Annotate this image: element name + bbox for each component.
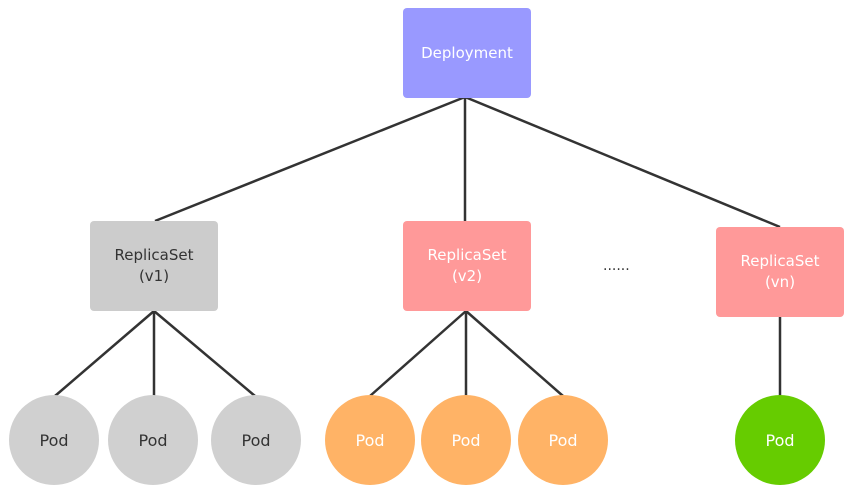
pod-label: Pod	[451, 430, 481, 450]
edge-rs-v1-pod-3	[153, 310, 256, 397]
replicaset-name: ReplicaSet	[740, 252, 820, 270]
pod-node: Pod	[9, 395, 99, 485]
pod-node: Pod	[325, 395, 415, 485]
edge-rs-v2-pod-3	[465, 310, 564, 397]
pod-label: Pod	[355, 430, 385, 450]
pod-node: Pod	[735, 395, 825, 485]
pod-node: Pod	[421, 395, 511, 485]
replicaset-version: (v1)	[138, 267, 170, 285]
replicaset-node-v1: ReplicaSet (v1)	[90, 221, 218, 311]
edge-deployment-rs-vn	[464, 95, 781, 229]
replicaset-name: ReplicaSet	[427, 246, 507, 264]
edge-deployment-rs-v1	[154, 95, 466, 223]
deployment-label: Deployment	[421, 43, 513, 62]
pod-node: Pod	[211, 395, 301, 485]
edge-rs-v2-pod-1	[369, 310, 467, 397]
pod-node: Pod	[108, 395, 198, 485]
replicaset-version: (vn)	[764, 273, 796, 291]
pod-node: Pod	[518, 395, 608, 485]
replicaset-node-vn: ReplicaSet (vn)	[716, 227, 844, 317]
replicaset-version: (v2)	[451, 267, 483, 285]
pod-label: Pod	[138, 430, 168, 450]
pod-label: Pod	[765, 430, 795, 450]
ellipsis-text: ......	[603, 258, 630, 274]
deployment-node: Deployment	[403, 8, 531, 98]
pod-label: Pod	[548, 430, 578, 450]
replicaset-name: ReplicaSet	[114, 246, 194, 264]
edge-rs-v1-pod-1	[54, 310, 155, 397]
pod-label: Pod	[241, 430, 271, 450]
pod-label: Pod	[39, 430, 69, 450]
replicaset-node-v2: ReplicaSet (v2)	[403, 221, 531, 311]
